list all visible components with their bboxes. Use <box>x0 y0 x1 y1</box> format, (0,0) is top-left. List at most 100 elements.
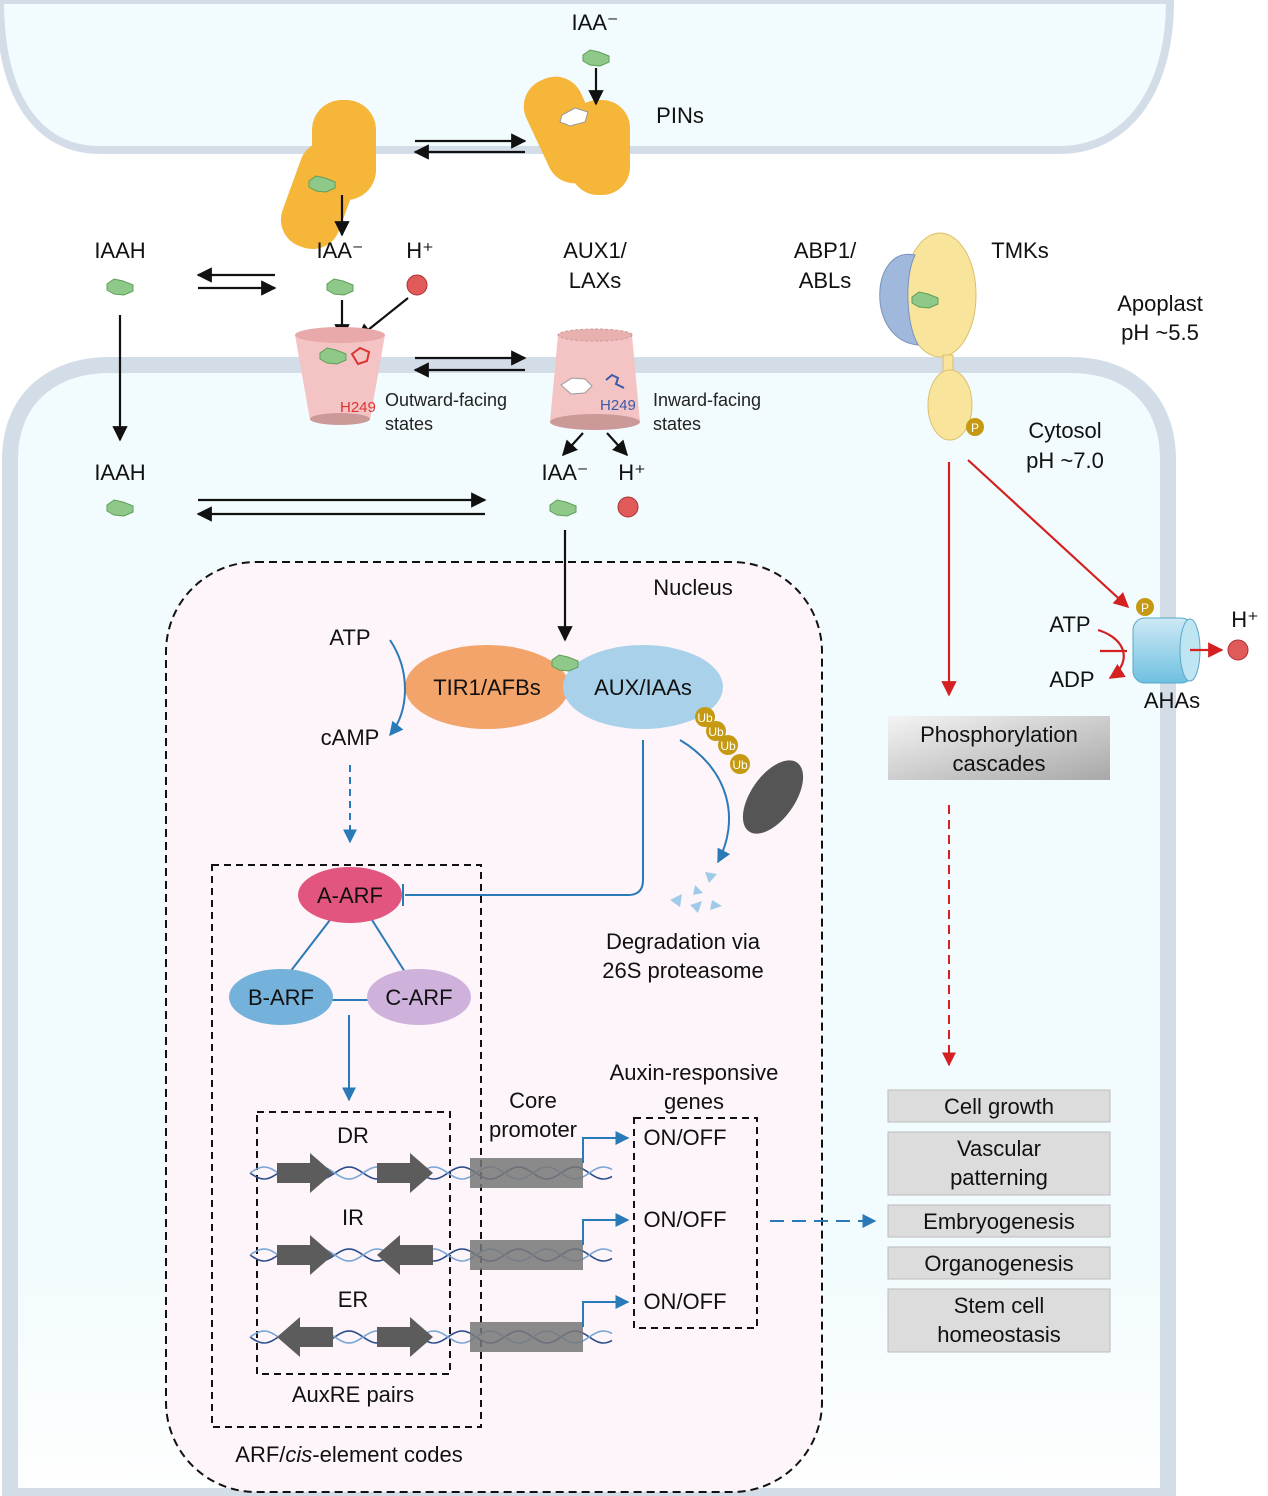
auxre-arrow <box>277 1317 333 1357</box>
degradation-label-1: Degradation via <box>606 929 761 954</box>
proteasome-icon <box>742 760 804 834</box>
h249-inward-label: H249 <box>600 397 636 414</box>
outcome-label: homeostasis <box>937 1322 1061 1347</box>
cytosol-label-2: pH ~7.0 <box>1026 448 1104 473</box>
auxre-arrow <box>277 1235 333 1275</box>
auxin-genes-label-1: Auxin-responsive <box>610 1060 779 1085</box>
adp-aha-label: ADP <box>1049 667 1094 692</box>
on-off-label: ON/OFF <box>643 1125 726 1150</box>
h-aha-label: H⁺ <box>1231 607 1259 632</box>
degradation-label-2: 26S proteasome <box>602 958 763 983</box>
svg-text:Ub: Ub <box>720 739 736 753</box>
phospho-tmk <box>966 418 984 436</box>
dna-row-dr: DR ON/OFF <box>249 1123 727 1193</box>
abp1-label-1: ABP1/ <box>794 238 857 263</box>
outcome-label: patterning <box>950 1165 1048 1190</box>
dna-row-er: ER ON/OFF <box>249 1287 727 1357</box>
auxre-pairs-label: AuxRE pairs <box>292 1382 414 1407</box>
on-off-label: ON/OFF <box>643 1207 726 1232</box>
degraded-fragments-icon <box>670 872 722 913</box>
c-arf <box>367 969 471 1025</box>
ir-label: IR <box>342 1205 364 1230</box>
core-promoter-block <box>470 1158 583 1188</box>
outcome-box: Organogenesis <box>887 1246 1111 1280</box>
tir1-afbs <box>405 645 569 729</box>
core-promoter-block <box>470 1322 583 1352</box>
h-cytosol-label: H⁺ <box>618 460 646 485</box>
tir1-label: TIR1/AFBs <box>433 675 541 700</box>
b-arf-label: B-ARF <box>248 985 314 1010</box>
core-promoter-block <box>470 1240 583 1270</box>
auxin-genes-box <box>633 1117 758 1329</box>
apoplast-label-1: Apoplast <box>1117 291 1203 316</box>
atp-aha-label: ATP <box>1049 612 1090 637</box>
aux1-inward-facing: H249 <box>550 328 640 430</box>
auxre-arrow <box>377 1153 433 1193</box>
iaah-apoplast-label: IAAH <box>94 238 145 263</box>
proton-pumped <box>1227 639 1249 661</box>
auxre-arrow <box>377 1235 433 1275</box>
camp-label: cAMP <box>321 725 380 750</box>
iaa-cytosol-label: IAA⁻ <box>541 460 588 485</box>
svg-text:Ub: Ub <box>697 711 713 725</box>
phospho-label-1: Phosphorylation <box>920 722 1078 747</box>
aux1-label-2: LAXs <box>569 268 622 293</box>
c-arf-label: C-ARF <box>385 985 452 1010</box>
on-off-label: ON/OFF <box>643 1289 726 1314</box>
dr-label: DR <box>337 1123 369 1148</box>
phosphorylation-box <box>888 716 1110 780</box>
outcome-label: Stem cell <box>954 1293 1044 1318</box>
abp1-label-2: ABLs <box>799 268 852 293</box>
iaa-top-label: IAA⁻ <box>571 10 618 35</box>
aux-iaas-label: AUX/IAAs <box>594 675 692 700</box>
inward-facing-label-1: Inward-facing <box>653 390 761 410</box>
h-apoplast-label: H⁺ <box>406 238 434 263</box>
outcome-box: Vascular patterning <box>887 1131 1111 1196</box>
svg-text:P: P <box>1141 601 1149 615</box>
core-promoter-label-1: Core <box>509 1088 557 1113</box>
nucleus-region <box>165 561 823 1493</box>
aux1-outward-facing: H249 <box>295 327 385 425</box>
ahas-label: AHAs <box>1144 688 1200 713</box>
tmk-abp1-complex: P <box>879 232 984 441</box>
ubiquitin-chain: Ub Ub Ub Ub <box>695 707 750 774</box>
cytosol-label-1: Cytosol <box>1028 418 1101 443</box>
atp-nucleus-label: ATP <box>329 625 370 650</box>
aha-proton-pump: P <box>1132 598 1201 684</box>
a-arf <box>298 867 402 923</box>
pins-label: PINs <box>656 103 704 128</box>
auxre-arrow <box>377 1317 433 1357</box>
svg-text:P: P <box>971 421 979 435</box>
aux1-label-1: AUX1/ <box>563 238 627 263</box>
outcome-box: Stem cell homeostasis <box>887 1288 1111 1353</box>
nucleus-label: Nucleus <box>653 575 732 600</box>
outcome-label: Organogenesis <box>924 1251 1073 1276</box>
auxin-genes-label-2: genes <box>664 1089 724 1114</box>
outcome-box: Cell growth <box>887 1089 1111 1123</box>
proton-apoplast <box>406 274 428 296</box>
auxre-arrow <box>277 1153 333 1193</box>
apoplast-label-2: pH ~5.5 <box>1121 320 1199 345</box>
phospho-label-2: cascades <box>953 751 1046 776</box>
outcome-box: Embryogenesis <box>887 1204 1111 1238</box>
aux-iaas <box>563 645 723 729</box>
pin-transporter-outward <box>523 49 630 195</box>
inward-facing-label-2: states <box>653 414 701 434</box>
iaah-cytosol-label: IAAH <box>94 460 145 485</box>
iaa-apoplast-label: IAA⁻ <box>316 238 363 263</box>
arf-cis-element-box <box>211 864 482 1428</box>
er-label: ER <box>338 1287 369 1312</box>
a-arf-label: A-ARF <box>317 883 383 908</box>
svg-text:Ub: Ub <box>732 758 748 772</box>
core-promoter-label-2: promoter <box>489 1117 577 1142</box>
arf-cis-codes-label: ARF/cis-element codes <box>235 1442 462 1467</box>
dna-row-ir: IR ON/OFF <box>249 1205 727 1275</box>
outcome-label: Vascular <box>957 1136 1041 1161</box>
tmks-label: TMKs <box>991 238 1048 263</box>
outcome-label: Cell growth <box>944 1094 1054 1119</box>
outcome-label: Embryogenesis <box>923 1209 1075 1234</box>
b-arf <box>229 969 333 1025</box>
outward-facing-label-1: Outward-facing <box>385 390 507 410</box>
proton-cytosol <box>617 496 639 518</box>
